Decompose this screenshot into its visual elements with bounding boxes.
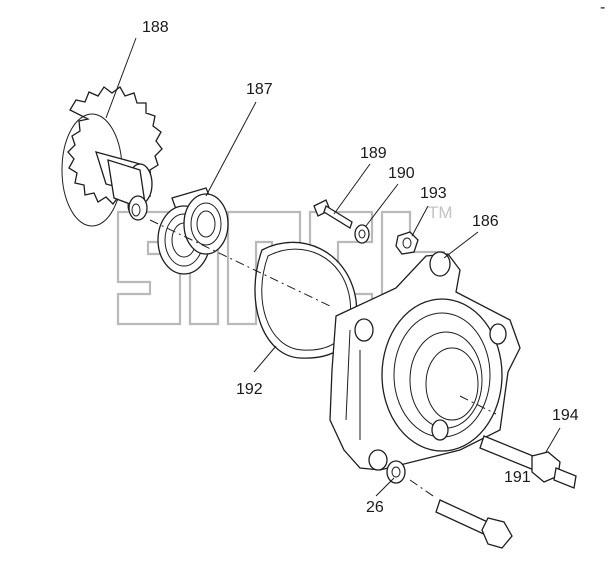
corner-mark: - — [600, 0, 605, 16]
callout-186: 186 — [472, 213, 499, 230]
stud-194 — [479, 435, 577, 489]
housing-186 — [329, 251, 521, 471]
callout-191: 191 — [504, 469, 531, 486]
bolt-189 — [313, 199, 353, 229]
gear-188 — [61, 86, 163, 227]
washer-190 — [354, 224, 370, 244]
bearing-187 — [157, 187, 229, 275]
callout-192: 192 — [236, 381, 263, 398]
callout-194: 194 — [552, 407, 579, 424]
bolt-191 — [435, 499, 513, 549]
callout-labels: 188 187 189 190 193 186 192 194 191 26 — [142, 19, 579, 516]
leader-lines — [105, 37, 561, 497]
callout-26: 26 — [366, 499, 384, 516]
washer-26 — [386, 460, 406, 484]
callout-193: 193 — [420, 185, 447, 202]
callout-190: 190 — [388, 165, 415, 182]
callout-189: 189 — [360, 145, 387, 162]
bolt-axis-line — [409, 479, 437, 499]
callout-188: 188 — [142, 19, 169, 36]
center-axis-line — [149, 219, 497, 415]
callout-187: 187 — [246, 81, 273, 98]
nut-193 — [395, 231, 419, 255]
watermark-tm: TM — [428, 203, 453, 222]
